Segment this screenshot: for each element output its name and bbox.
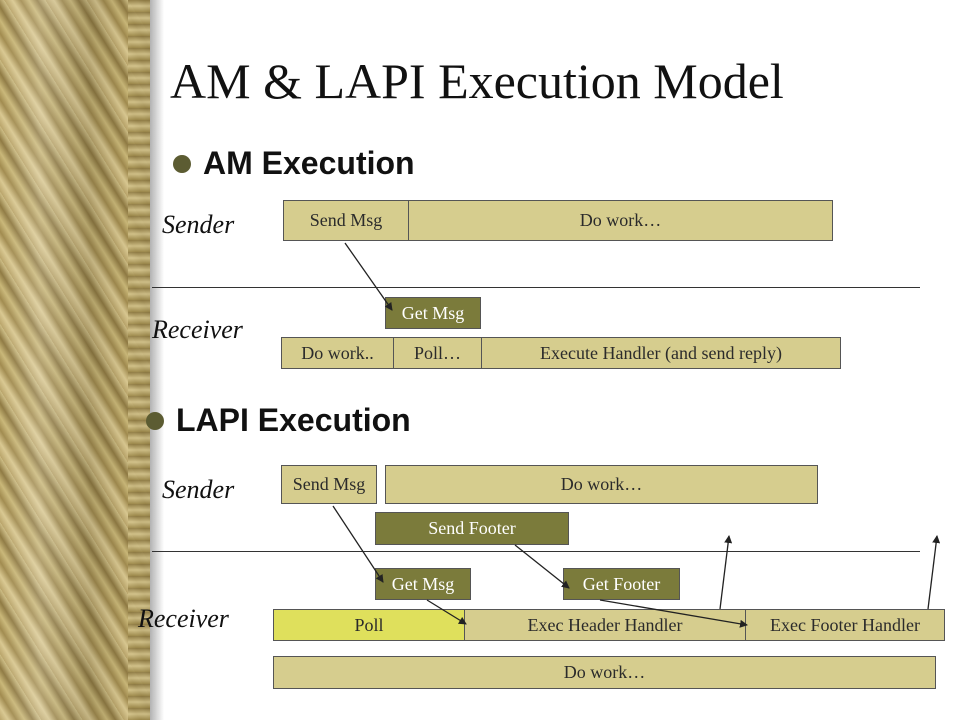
lapi-recv-do-work-box: Do work… (273, 656, 936, 689)
decorative-side-stripe (128, 0, 150, 720)
lapi-receiver-label: Receiver (138, 604, 229, 633)
lapi-sender-label: Sender (162, 475, 235, 504)
lapi-sender-do-work-box: Do work… (385, 465, 818, 504)
lapi-exec-footer-handler-box: Exec Footer Handler (745, 609, 945, 641)
am-send-msg-box: Send Msg (283, 200, 409, 241)
bullet-dot-am (173, 155, 191, 173)
lapi-poll-box: Poll (273, 609, 465, 641)
am-poll-box: Poll… (393, 337, 482, 369)
am-heading: AM Execution (203, 145, 415, 181)
lapi-get-footer-to-footer-handler-arrow (599, 599, 748, 628)
lapi-send-to-get-arrow (332, 505, 384, 583)
lapi-send-footer-box: Send Footer (375, 512, 569, 545)
lapi-footer-handler-up-arrow (927, 535, 941, 610)
am-execute-handler-box: Execute Handler (and send reply) (481, 337, 841, 369)
lapi-get-msg-to-header-arrow (426, 599, 467, 625)
decorative-side-band (0, 0, 150, 720)
am-recv-do-work-box: Do work.. (281, 337, 394, 369)
lapi-get-msg-box: Get Msg (375, 568, 471, 600)
lapi-heading: LAPI Execution (176, 402, 411, 438)
bullet-dot-lapi (146, 412, 164, 430)
am-sender-do-work-box: Do work… (408, 200, 833, 241)
lapi-footer-to-get-footer-arrow (514, 544, 570, 589)
lapi-exec-header-handler-box: Exec Header Handler (464, 609, 746, 641)
lapi-divider (152, 551, 920, 552)
slide-title: AM & LAPI Execution Model (170, 53, 784, 109)
am-receiver-label: Receiver (152, 315, 243, 344)
decorative-side-shadow (150, 0, 164, 720)
lapi-send-msg-box: Send Msg (281, 465, 377, 504)
lapi-get-footer-box: Get Footer (563, 568, 680, 600)
am-sender-label: Sender (162, 210, 235, 239)
am-get-msg-box: Get Msg (385, 297, 481, 329)
lapi-header-handler-up-arrow (719, 535, 733, 610)
am-send-to-get-arrow (344, 242, 393, 311)
am-divider (152, 287, 920, 288)
